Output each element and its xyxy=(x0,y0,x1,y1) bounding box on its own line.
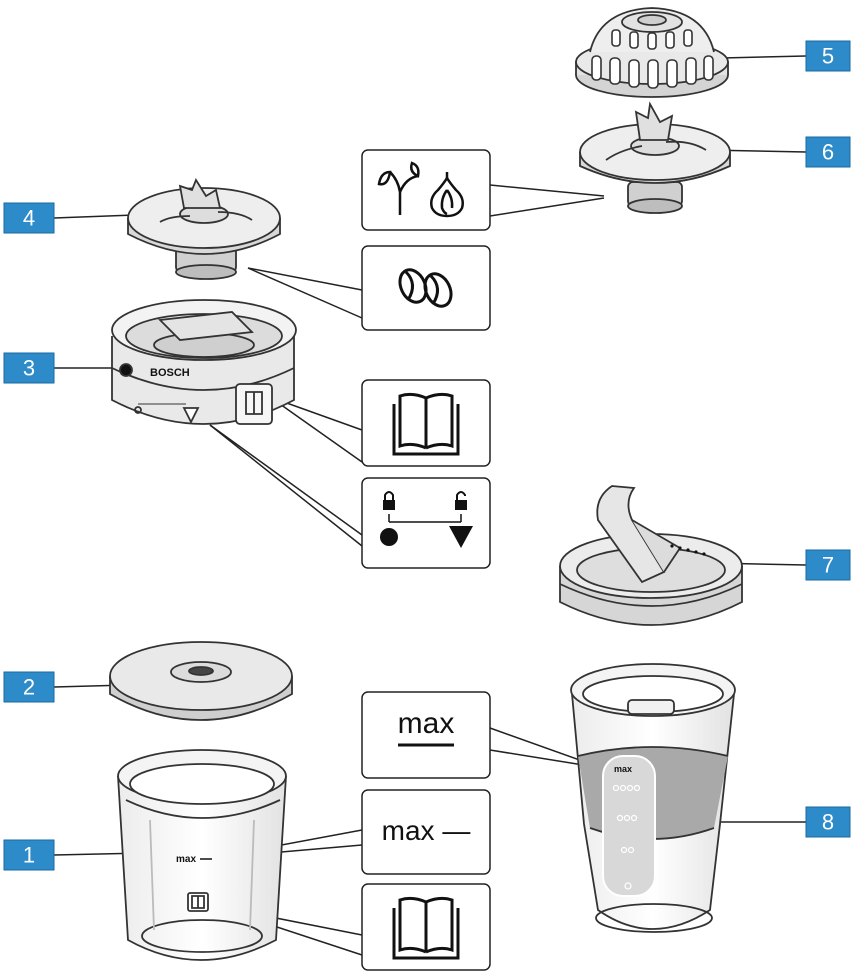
coffee-beans-icon xyxy=(398,268,453,308)
callout-8-label: 8 xyxy=(822,810,834,835)
callout-5: 5 xyxy=(805,40,851,72)
part-7-bottle-lid xyxy=(559,485,743,626)
garlic-icon xyxy=(430,172,464,218)
max-dash-label: max — xyxy=(382,815,471,846)
callout-6: 6 xyxy=(805,136,851,168)
symbol-box-lock xyxy=(361,477,491,569)
symbol-box-herbs xyxy=(361,149,491,231)
callout-1-label: 1 xyxy=(23,843,35,868)
callout-5-label: 5 xyxy=(822,44,834,69)
callout-7-label: 7 xyxy=(822,553,834,578)
symbol-box-manual-2 xyxy=(361,883,491,971)
symbol-box-max-underline: max xyxy=(361,691,491,779)
callout-2-label: 2 xyxy=(23,675,35,700)
callout-3: 3 xyxy=(3,352,55,384)
part-1-bowl: max xyxy=(117,749,287,961)
callout-3-label: 3 xyxy=(23,356,35,381)
brand-label: BOSCH xyxy=(150,367,190,379)
manual-icon xyxy=(392,392,460,456)
part-4-coffee-blade xyxy=(127,178,281,280)
max-underline-label: max xyxy=(398,707,455,740)
part-6-herb-blade xyxy=(579,101,731,214)
callout-2: 2 xyxy=(3,671,55,703)
callout-6-label: 6 xyxy=(822,140,834,165)
callout-1: 1 xyxy=(3,839,55,871)
callout-7: 7 xyxy=(805,549,851,581)
symbol-box-coffee xyxy=(361,245,491,331)
symbol-box-manual-1 xyxy=(361,379,491,467)
part-8-bottle: max xyxy=(570,663,736,933)
bottle-max-label: max xyxy=(614,764,632,774)
callout-8: 8 xyxy=(805,806,851,838)
lock-unlock-icon xyxy=(380,491,473,548)
part-5-grater-cover xyxy=(575,7,729,98)
callout-4: 4 xyxy=(3,202,55,234)
part-3-adapter-ring: BOSCH xyxy=(111,299,297,425)
symbol-box-max-dash: max — xyxy=(361,789,491,875)
herb-icon xyxy=(377,161,420,215)
bowl-max-label: max xyxy=(176,854,196,865)
callout-4-label: 4 xyxy=(23,206,35,231)
part-2-lid xyxy=(109,641,293,721)
manual-icon xyxy=(392,896,460,960)
